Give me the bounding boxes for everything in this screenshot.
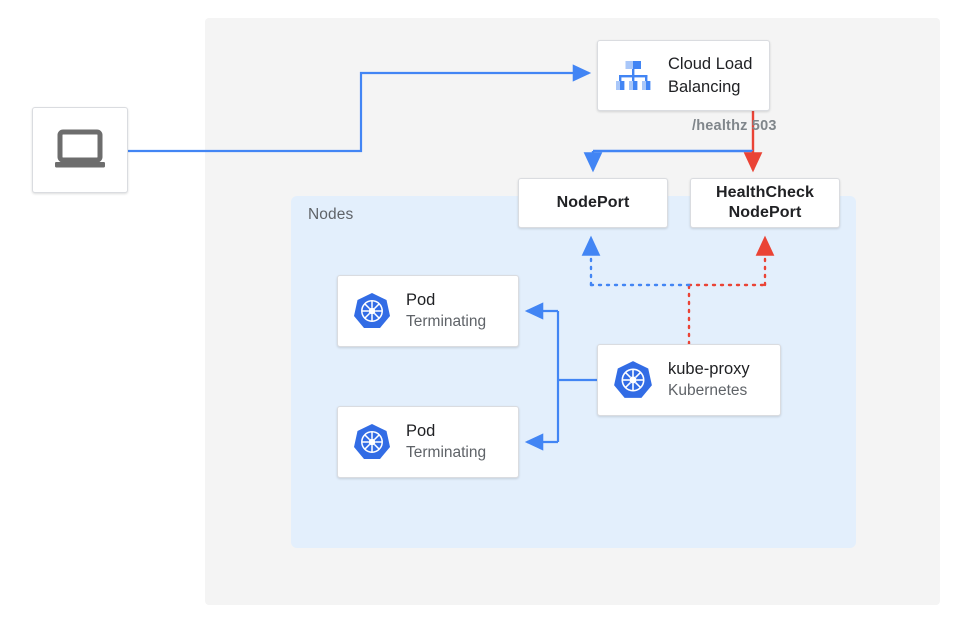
- client-device-card[interactable]: [32, 107, 128, 193]
- kube-proxy-text: kube-proxy Kubernetes: [668, 358, 750, 401]
- nodeport-label: NodePort: [556, 193, 630, 211]
- laptop-icon: [52, 128, 108, 172]
- pod-1-text: Pod Terminating: [406, 289, 486, 332]
- kube-proxy-title: kube-proxy: [668, 360, 750, 379]
- pod-1-status: Terminating: [406, 312, 487, 330]
- cloud-load-balancing-line1: Cloud Load: [668, 55, 753, 74]
- healthz-status-label: /healthz 503: [692, 118, 777, 134]
- nodes-panel-label: Nodes: [308, 206, 354, 223]
- kubernetes-icon: [352, 422, 392, 462]
- pod-card-1[interactable]: Pod Terminating: [337, 275, 519, 347]
- pod-2-text: Pod Terminating: [406, 420, 486, 463]
- pod-1-title: Pod: [406, 291, 436, 310]
- nodeport-card[interactable]: NodePort: [518, 178, 668, 228]
- cloud-load-balancing-line2: Balancing: [668, 77, 741, 96]
- healthcheck-nodeport-line1: HealthCheck: [715, 183, 815, 201]
- pod-2-title: Pod: [406, 422, 436, 441]
- healthcheck-nodeport-card[interactable]: HealthCheck NodePort: [690, 178, 840, 228]
- cloud-load-balancing-icon: [612, 55, 654, 97]
- kube-proxy-subtitle: Kubernetes: [668, 381, 748, 399]
- pod-2-status: Terminating: [406, 443, 487, 461]
- kubernetes-icon: [612, 359, 654, 401]
- healthcheck-nodeport-label: HealthCheck NodePort: [716, 183, 814, 224]
- pod-card-2[interactable]: Pod Terminating: [337, 406, 519, 478]
- healthcheck-nodeport-line2: NodePort: [728, 204, 802, 221]
- kubernetes-icon: [352, 291, 392, 331]
- cloud-load-balancing-card[interactable]: Cloud Load Balancing: [597, 40, 770, 111]
- kube-proxy-card[interactable]: kube-proxy Kubernetes: [597, 344, 781, 416]
- cloud-load-balancing-label: Cloud Load Balancing: [668, 53, 752, 98]
